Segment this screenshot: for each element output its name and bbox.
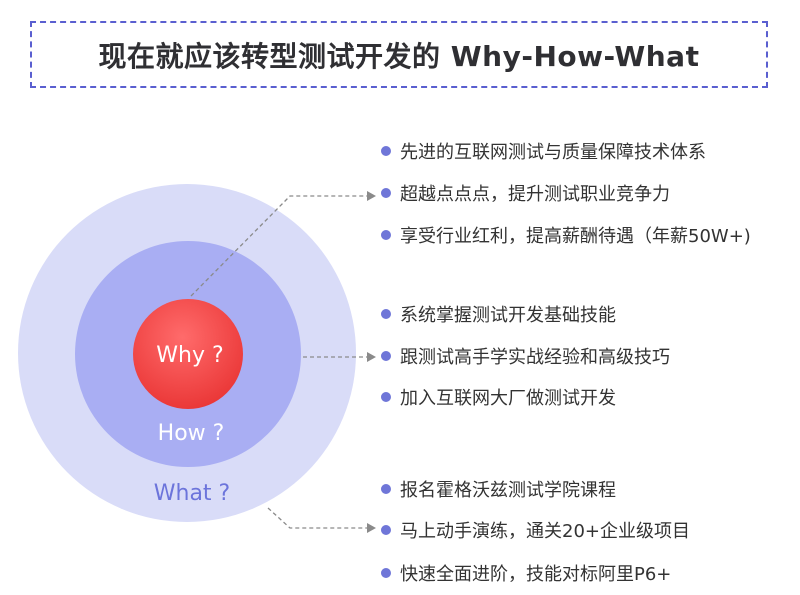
how-item-3: 加入互联网大厂做测试开发 <box>381 385 616 409</box>
why-connector <box>190 195 367 297</box>
bullet-dot <box>381 525 391 535</box>
bullet-dot <box>381 309 391 319</box>
what-item-1: 报名霍格沃兹测试学院课程 <box>381 477 616 501</box>
bullet-dot <box>381 351 391 361</box>
bullet-dot <box>381 568 391 578</box>
item-text: 跟测试高手学实战经验和高级技巧 <box>400 347 670 368</box>
why-item-3: 享受行业红利，提高薪酬待遇（年薪50W+) <box>381 223 751 247</box>
item-text: 快速全面进阶，技能对标阿里P6+ <box>400 564 672 585</box>
what-connector-arrow <box>367 523 376 533</box>
bullet-dot <box>381 230 391 240</box>
how-connector-arrow <box>367 352 376 362</box>
how-item-2: 跟测试高手学实战经验和高级技巧 <box>381 344 670 368</box>
why-item-2: 超越点点点，提升测试职业竞争力 <box>381 181 670 205</box>
why-connector-arrow <box>367 191 376 201</box>
why-item-1: 先进的互联网测试与质量保障技术体系 <box>381 139 706 163</box>
what-connector <box>267 507 367 529</box>
item-text: 先进的互联网测试与质量保障技术体系 <box>400 142 706 163</box>
how-label: How ? <box>158 421 225 446</box>
item-text: 马上动手演练，通关20+企业级项目 <box>400 521 690 542</box>
bullet-dot <box>381 146 391 156</box>
bullet-dot <box>381 484 391 494</box>
what-item-3: 快速全面进阶，技能对标阿里P6+ <box>381 561 671 585</box>
title-box: 现在就应该转型测试开发的 Why-How-What <box>30 21 768 88</box>
what-label: What ? <box>154 481 230 506</box>
bullet-dot <box>381 188 391 198</box>
page-title: 现在就应该转型测试开发的 Why-How-What <box>98 39 700 73</box>
item-text: 加入互联网大厂做测试开发 <box>400 388 616 409</box>
core-circle-why <box>133 299 243 409</box>
item-text: 超越点点点，提升测试职业竞争力 <box>400 184 670 205</box>
how-item-1: 系统掌握测试开发基础技能 <box>381 302 616 326</box>
bullet-dot <box>381 392 391 402</box>
item-text: 报名霍格沃兹测试学院课程 <box>400 480 616 501</box>
item-text: 享受行业红利，提高薪酬待遇（年薪50W+) <box>400 226 751 247</box>
why-label: Why ? <box>156 343 223 368</box>
item-text: 系统掌握测试开发基础技能 <box>400 305 616 326</box>
what-item-2: 马上动手演练，通关20+企业级项目 <box>381 518 690 542</box>
